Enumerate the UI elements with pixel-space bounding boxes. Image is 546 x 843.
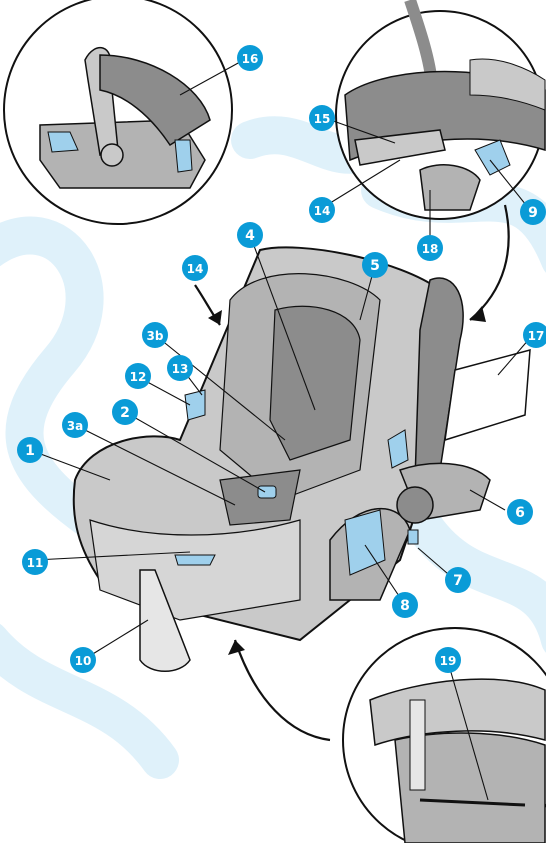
inset-canopy [4, 0, 232, 224]
callout-6: 6 [507, 499, 533, 525]
callout-14-inset: 14 [309, 197, 335, 223]
manual-sheet [445, 350, 530, 440]
callout-3b-label: 3b [147, 329, 164, 343]
callout-8-label: 8 [400, 598, 410, 614]
callout-2-label: 2 [120, 405, 130, 421]
callout-18: 18 [417, 235, 443, 261]
callout-13: 13 [167, 355, 193, 381]
callout-11-label: 11 [27, 556, 44, 570]
callout-18-label: 18 [422, 242, 439, 256]
callout-2: 2 [112, 399, 138, 425]
callout-7: 7 [445, 567, 471, 593]
callout-9-label: 9 [528, 205, 538, 221]
callout-14-main: 14 [182, 255, 208, 281]
callout-3a: 3a [62, 412, 88, 438]
callout-10-label: 10 [75, 654, 92, 668]
callout-13-label: 13 [172, 362, 189, 376]
callout-16: 16 [237, 45, 263, 71]
callout-15: 15 [309, 105, 335, 131]
callout-19-label: 19 [440, 654, 457, 668]
callout-17: 17 [523, 322, 546, 348]
callout-14-inset-label: 14 [314, 204, 331, 218]
callout-17-label: 17 [528, 329, 545, 343]
callout-14-main-label: 14 [187, 262, 204, 276]
callout-19: 19 [435, 647, 461, 673]
callout-6-label: 6 [515, 505, 525, 521]
callout-3b: 3b [142, 322, 168, 348]
callout-4-label: 4 [245, 228, 255, 244]
callout-1-label: 1 [25, 443, 35, 459]
callout-16-label: 16 [242, 52, 259, 66]
callout-10: 10 [70, 647, 96, 673]
callout-15-label: 15 [314, 112, 331, 126]
callout-11: 11 [22, 549, 48, 575]
callout-5: 5 [362, 252, 388, 278]
callout-5-label: 5 [370, 258, 380, 274]
callout-12-label: 12 [130, 370, 147, 384]
callout-9: 9 [520, 199, 546, 225]
callout-1: 1 [17, 437, 43, 463]
callout-3a-label: 3a [67, 419, 83, 433]
callout-8: 8 [392, 592, 418, 618]
callout-12: 12 [125, 363, 151, 389]
callout-7-label: 7 [453, 573, 463, 589]
car-seat-main [74, 247, 490, 671]
callout-4: 4 [237, 222, 263, 248]
inset-handle [336, 0, 545, 219]
